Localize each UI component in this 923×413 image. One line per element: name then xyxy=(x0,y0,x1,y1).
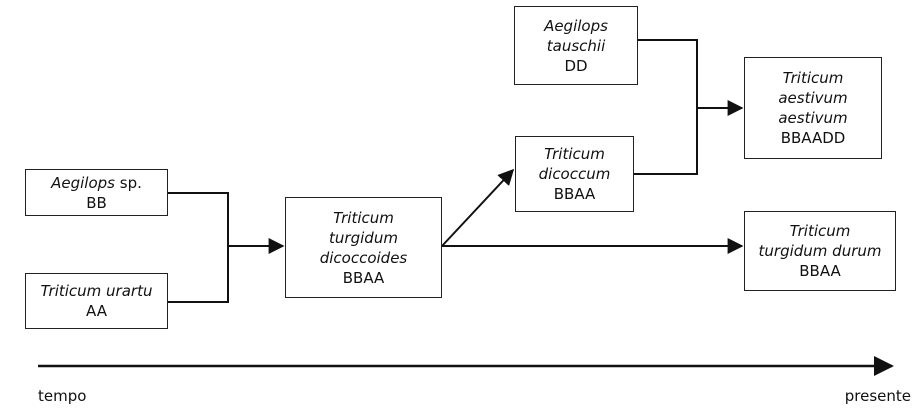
triticum-urartu-name: Triticum urartu xyxy=(40,282,153,300)
aestivum-line2: aestivum xyxy=(778,89,848,107)
durum-line1: Triticum xyxy=(789,222,851,240)
edge-dicoccum-to-merge xyxy=(634,108,698,175)
aegilops-sp-suffix: sp. xyxy=(115,173,142,192)
edge-aegilops-sp-to-merge xyxy=(168,192,229,246)
node-aegilops-tauschii: Aegilops tauschii DD xyxy=(514,6,638,85)
timeline-start-label: tempo xyxy=(38,387,87,405)
edge-urartu-to-merge xyxy=(168,246,229,303)
arrow-dicoccoides-to-dicoccum xyxy=(441,168,515,247)
durum-genome: BBAA xyxy=(799,262,841,280)
aestivum-line1: Triticum xyxy=(782,69,844,87)
tauschii-line1: Aegilops xyxy=(544,16,608,35)
node-aegilops-sp: Aegilops sp. BB xyxy=(25,169,168,216)
dicoccoides-line2: turgidum xyxy=(329,228,398,247)
node-triticum-aestivum-aestivum: Triticum aestivum aestivum BBAADD xyxy=(744,57,882,159)
aestivum-line3: aestivum xyxy=(778,109,848,127)
tauschii-line2: tauschii xyxy=(546,36,606,55)
node-triticum-turgidum-durum: Triticum turgidum durum BBAA xyxy=(744,211,896,291)
tauschii-genome: DD xyxy=(564,56,588,75)
node-triticum-turgidum-dicoccoides: Triticum turgidum dicoccoides BBAA xyxy=(285,197,442,298)
dicoccoides-line3: dicoccoides xyxy=(319,248,408,267)
timeline-end-label: presente xyxy=(844,387,911,405)
node-triticum-dicoccum: Triticum dicoccum BBAA xyxy=(515,136,634,212)
node-triticum-urartu: Triticum urartu AA xyxy=(25,273,168,329)
aestivum-genome: BBAADD xyxy=(780,129,846,147)
node-aegilops-sp-name: Aegilops sp. xyxy=(51,173,142,193)
aegilops-sp-genome: BB xyxy=(86,193,107,212)
dicoccoides-genome: BBAA xyxy=(342,268,385,287)
triticum-urartu-genome: AA xyxy=(86,302,107,320)
aegilops-sp-genus: Aegilops xyxy=(51,173,115,192)
dicoccoides-line1: Triticum xyxy=(333,208,394,227)
dicoccum-genome: BBAA xyxy=(553,185,596,203)
dicoccum-line2: dicoccum xyxy=(538,165,611,183)
durum-line2: turgidum durum xyxy=(758,242,882,260)
dicoccum-line1: Triticum xyxy=(544,145,605,163)
edge-tauschii-to-merge xyxy=(638,39,698,108)
